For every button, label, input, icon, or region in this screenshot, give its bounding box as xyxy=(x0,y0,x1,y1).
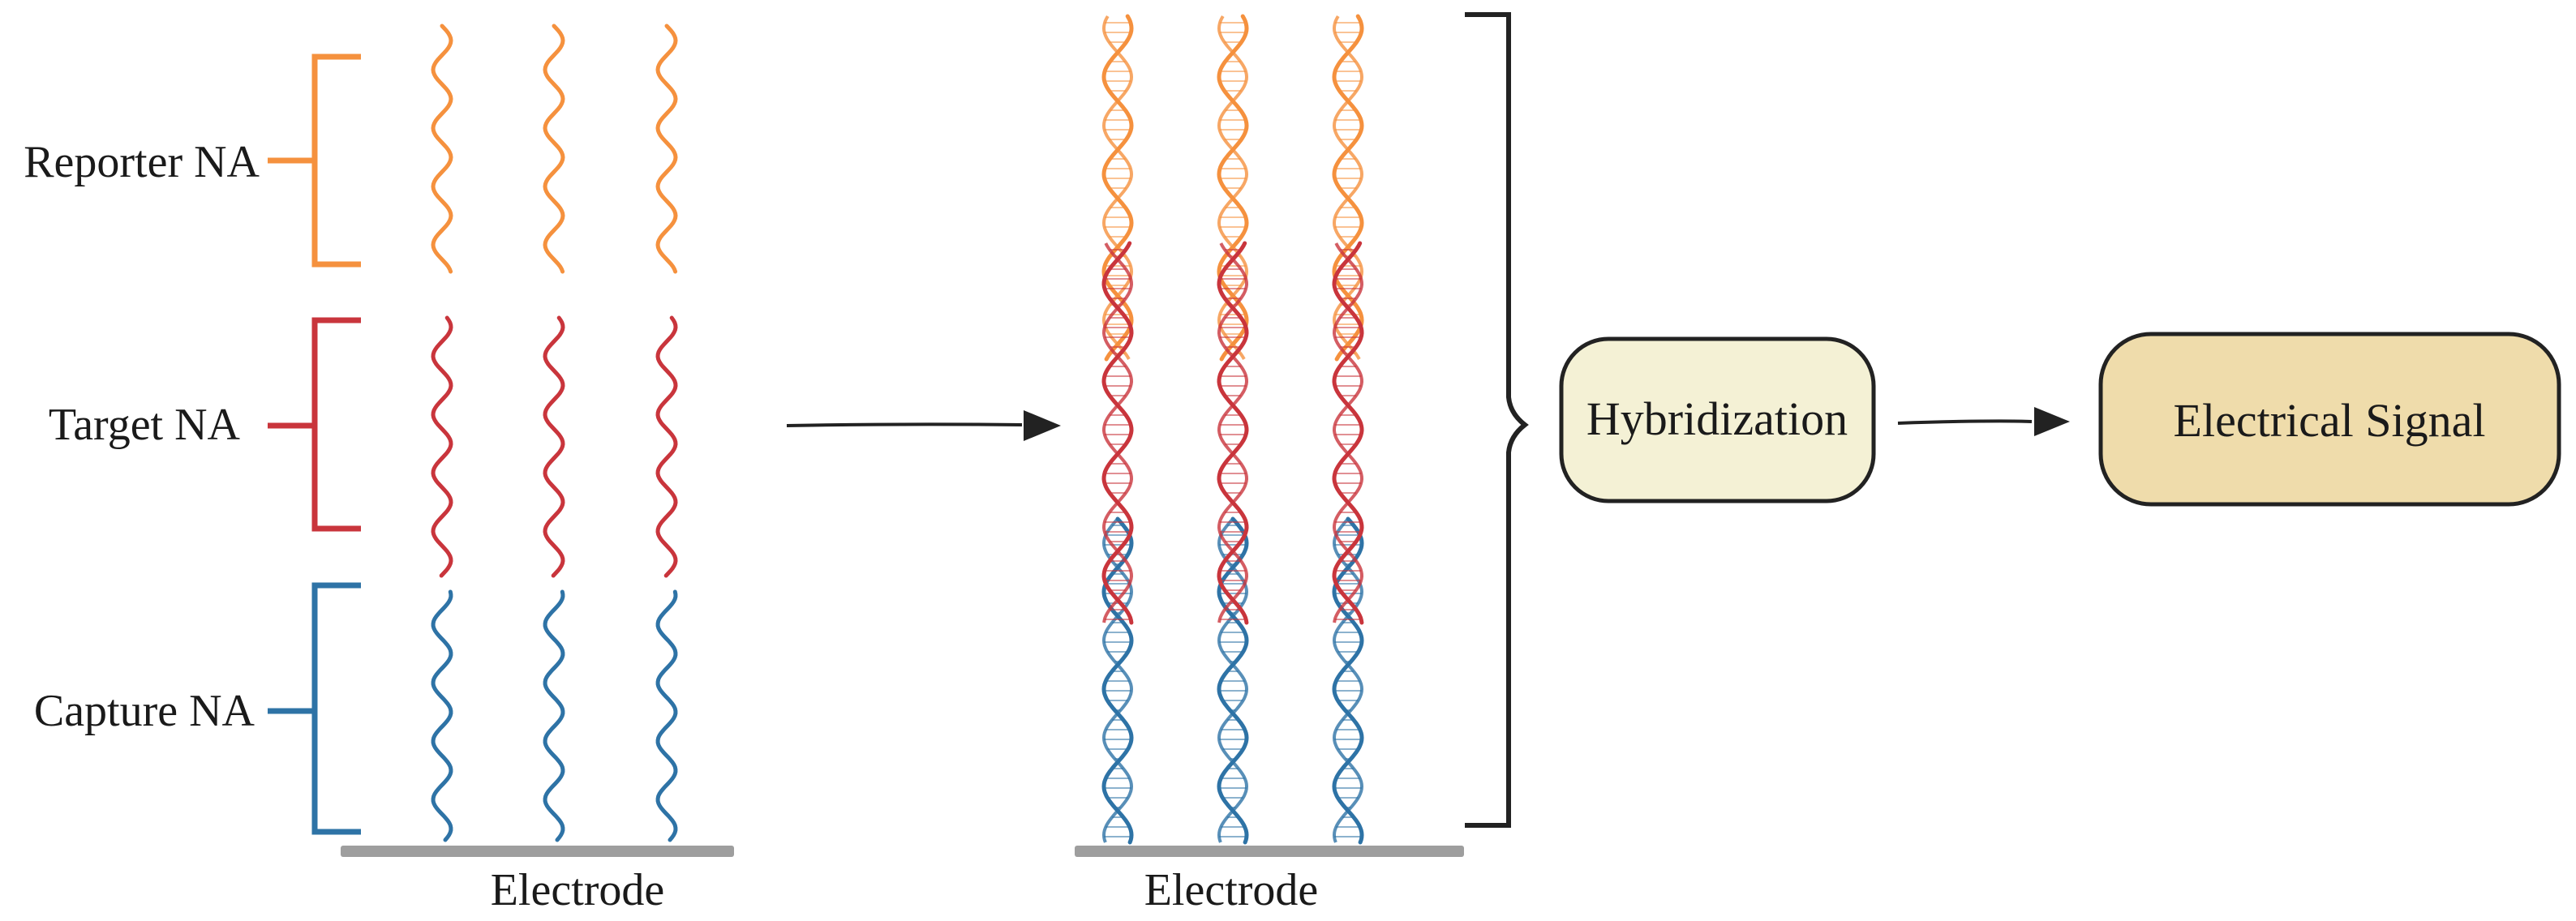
signal-box: Electrical Signal xyxy=(2098,332,2561,507)
capture-strand xyxy=(543,589,565,842)
capture-helix xyxy=(1332,516,1364,845)
target-helix xyxy=(1332,241,1364,625)
left-strands xyxy=(431,24,678,842)
hybridization-rect xyxy=(1559,336,1876,503)
signal-label: Electrical Signal xyxy=(2174,394,2486,447)
reporter-strand xyxy=(655,24,678,274)
target-helix xyxy=(1101,241,1134,625)
reporter-group: Reporter NA xyxy=(24,54,361,268)
reporter-strand xyxy=(431,24,453,274)
target-label: Target NA xyxy=(49,400,241,450)
target-bracket xyxy=(268,317,361,532)
electrode-right-label: Electrode xyxy=(1144,865,1319,915)
signal-rect xyxy=(2098,332,2561,507)
hybridized-strands xyxy=(1101,14,1364,845)
capture-group: Capture NA xyxy=(34,582,361,835)
capture-strand xyxy=(431,589,453,842)
capture-label: Capture NA xyxy=(34,686,255,736)
reporter-bracket xyxy=(268,54,361,268)
capture-strand xyxy=(655,589,678,842)
hybridization-box: Hybridization xyxy=(1559,336,1876,503)
hybridization-label: Hybridization xyxy=(1586,392,1848,445)
signal-arrow xyxy=(1897,419,2033,425)
reporter-label: Reporter NA xyxy=(24,137,260,187)
electrode-left-label: Electrode xyxy=(491,865,665,915)
curly-brace xyxy=(1465,12,1529,828)
capture-helix xyxy=(1217,516,1249,845)
electrode-left xyxy=(341,846,734,857)
reporter-strand xyxy=(543,24,565,274)
transition-arrow xyxy=(786,422,1023,427)
target-strand xyxy=(431,315,453,578)
target-strand xyxy=(655,315,678,578)
capture-helix xyxy=(1101,516,1134,845)
electrode-right xyxy=(1075,846,1464,857)
capture-bracket xyxy=(268,582,361,835)
target-group: Target NA xyxy=(49,317,361,532)
signal-arrowhead xyxy=(2034,407,2070,436)
target-helix xyxy=(1217,241,1249,625)
transition-arrowhead xyxy=(1024,410,1061,441)
target-strand xyxy=(543,315,565,578)
